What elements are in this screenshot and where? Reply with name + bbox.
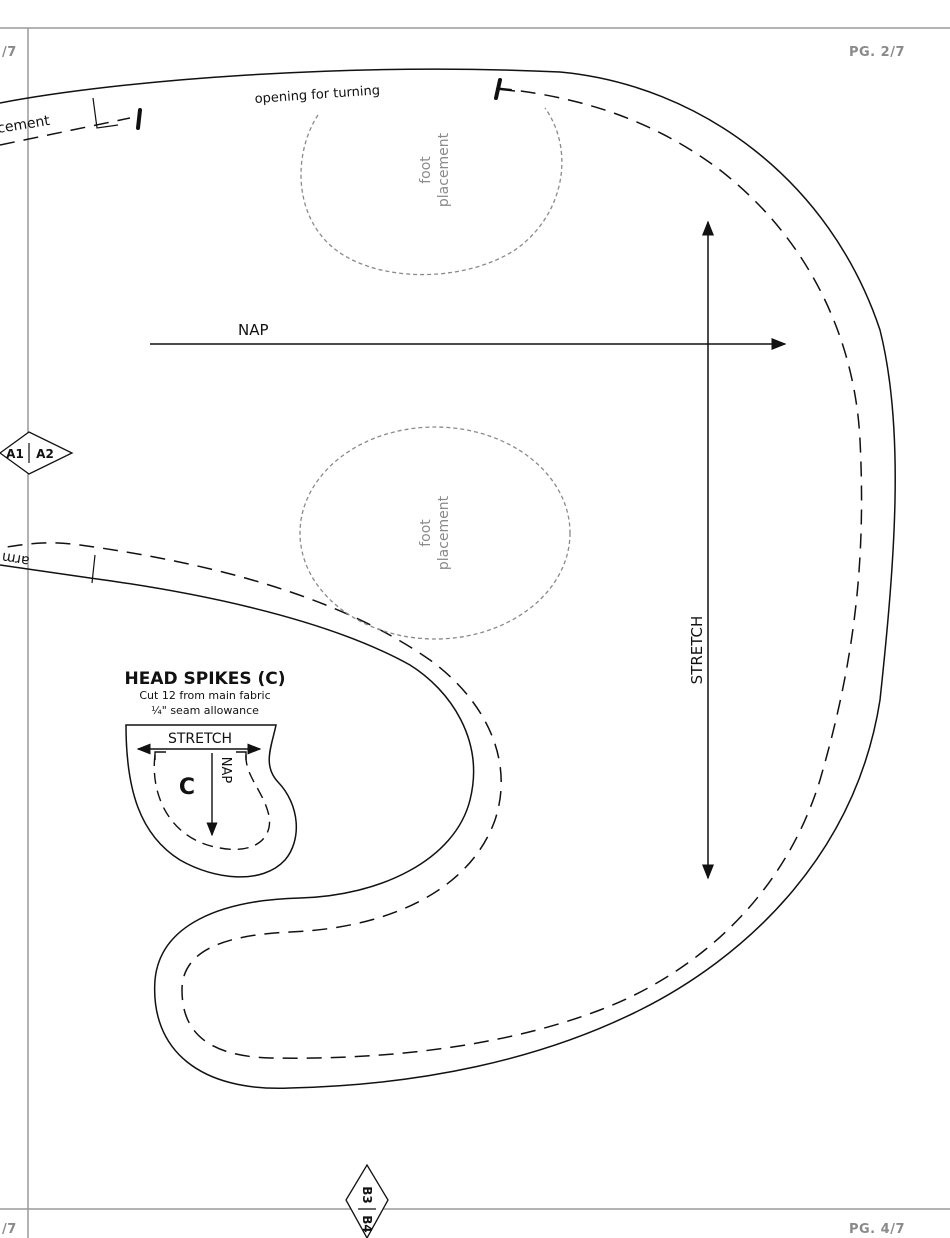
notch-top-right-tick [495, 88, 516, 92]
match-marker-a1-a2: A1 A2 [0, 431, 74, 475]
svg-text:A2: A2 [36, 447, 54, 461]
svg-text:foot: foot [418, 519, 434, 547]
main-piece-outline [0, 68, 896, 1089]
stretch-label: STRETCH [688, 616, 706, 685]
svg-text:A1: A1 [6, 447, 24, 461]
head-spikes-title: HEAD SPIKES (C) [124, 669, 285, 689]
svg-text:foot: foot [418, 156, 434, 184]
placement-label-top: cement [0, 113, 51, 137]
foot-placement-circle-bottom [299, 426, 571, 640]
head-spikes-outline [125, 724, 297, 878]
notch-top-left [136, 108, 142, 130]
placement-tick-bottom [91, 554, 96, 584]
svg-text:B4: B4 [360, 1215, 374, 1233]
head-spikes-cut-instruction: Cut 12 from main fabric [139, 689, 270, 702]
opening-for-turning-label: opening for turning [254, 83, 380, 107]
svg-text:placement: placement [436, 132, 452, 207]
page-label-bottom-left: /7 [2, 1222, 17, 1237]
arm-placement-label: arm pl [0, 546, 31, 569]
head-spikes-seam-allowance: ¼" seam allowance [151, 704, 259, 717]
head-spikes-piece: HEAD SPIKES (C) Cut 12 from main fabric … [124, 669, 297, 878]
page-label-bottom-right: PG. 4/7 [849, 1222, 905, 1237]
foot-placement-label-top: foot placement [418, 132, 452, 207]
sheet-border [0, 27, 950, 1238]
main-piece-seam-line [0, 87, 863, 1059]
head-spikes-stretch-label: STRETCH [168, 731, 232, 747]
head-spikes-nap-label: NAP [218, 757, 233, 784]
svg-text:B3: B3 [360, 1186, 374, 1204]
svg-text:placement: placement [436, 495, 452, 570]
page-label-top-left: /7 [2, 45, 17, 60]
foot-placement-label-bottom: foot placement [418, 495, 452, 570]
nap-label: NAP [238, 321, 269, 339]
head-spikes-piece-letter: C [179, 775, 195, 800]
placement-tick-top [92, 97, 119, 129]
foot-placement-circle-top [300, 107, 563, 276]
page-label-top-right: PG. 2/7 [849, 45, 905, 60]
match-marker-b3-b4: B3 B4 [345, 1163, 389, 1238]
